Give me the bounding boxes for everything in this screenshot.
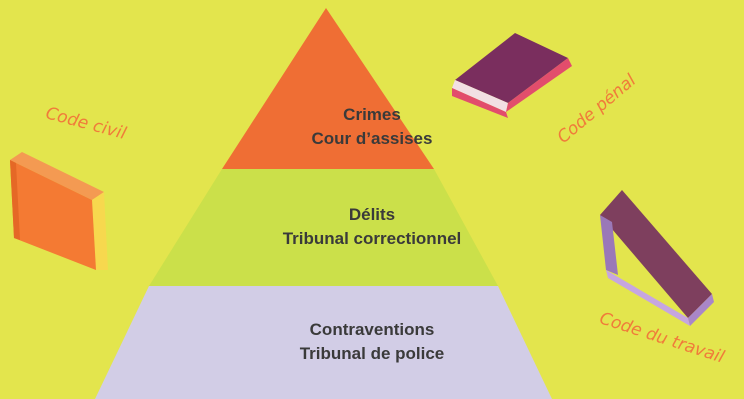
pyramid-tier-top (222, 8, 434, 169)
tier-top-line2: Cour d’assises (311, 129, 433, 148)
tier-bottom-line1: Contraventions (309, 320, 435, 339)
book-icon (452, 33, 572, 118)
tier-bottom-label: Contraventions Tribunal de police (0, 318, 744, 366)
pyramid-tier-middle (149, 169, 498, 286)
tier-bottom-line2: Tribunal de police (299, 344, 445, 363)
tier-top-line1: Crimes (343, 105, 401, 124)
book-icon (10, 152, 108, 270)
tier-middle-line1: Délits (348, 205, 396, 224)
tier-top-label: Crimes Cour d’assises (0, 103, 744, 151)
pyramid-tier-bottom (95, 286, 552, 399)
tier-middle-label: Délits Tribunal correctionnel (0, 203, 744, 251)
tier-middle-line2: Tribunal correctionnel (282, 229, 462, 248)
book-icon (600, 190, 714, 326)
